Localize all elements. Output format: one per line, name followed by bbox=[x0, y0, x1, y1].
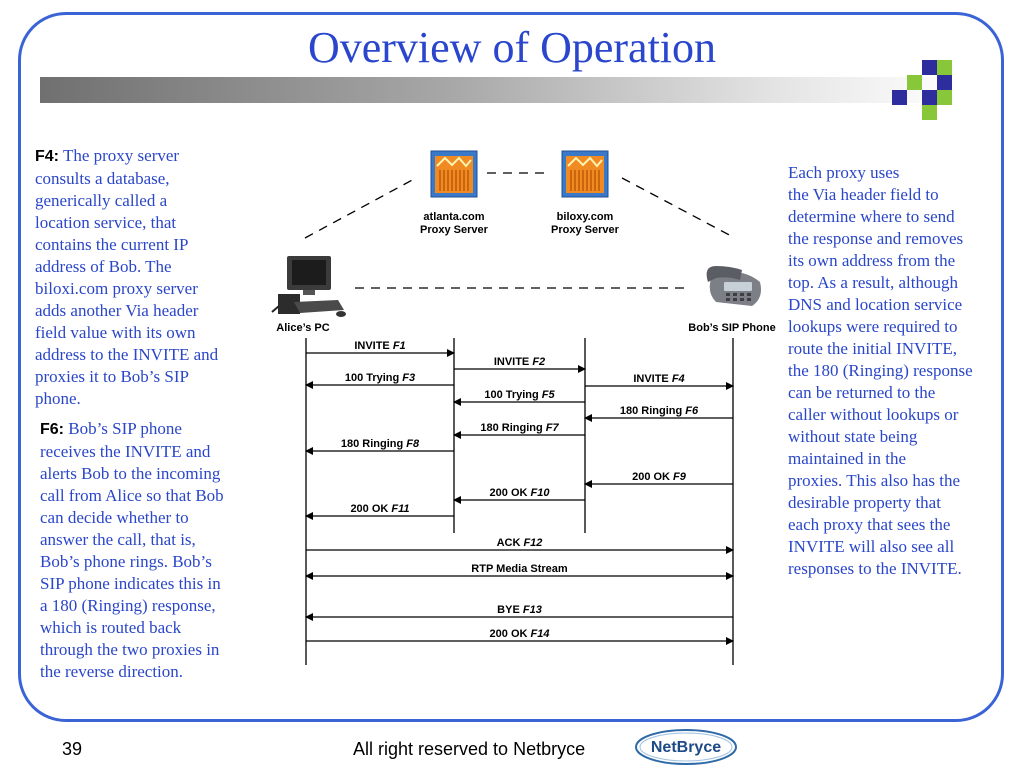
message-label-f7: 180 Ringing F7 bbox=[480, 422, 559, 434]
atlanta-label-line1: atlanta.com bbox=[423, 211, 484, 223]
logo-text: NetBryce bbox=[651, 739, 721, 756]
message-label-f13: BYE F13 bbox=[497, 604, 542, 616]
slide-title: Overview of Operation bbox=[307, 23, 717, 72]
f4-label: F4: bbox=[35, 148, 59, 165]
network-dashed-links bbox=[304, 172, 736, 289]
title-underline-bar bbox=[40, 77, 960, 103]
message-label-f5: 100 Trying F5 bbox=[484, 389, 555, 401]
f6-label: F6: bbox=[40, 421, 64, 438]
f6-description: F6: Bob’s SIP phone receives the INVITE … bbox=[40, 419, 224, 681]
message-label-f4: INVITE F4 bbox=[633, 373, 684, 385]
message-label-f1: INVITE F1 bbox=[354, 340, 405, 352]
message-label-f14: 200 OK F14 bbox=[490, 628, 550, 640]
message-label-f3: 100 Trying F3 bbox=[345, 372, 415, 384]
biloxi-server-icon bbox=[561, 150, 609, 198]
message-label-rtp: RTP Media Stream bbox=[471, 563, 568, 575]
bob-label: Bob’s SIP Phone bbox=[688, 322, 775, 334]
page-number: 39 bbox=[62, 739, 83, 759]
message-label-f2: INVITE F2 bbox=[494, 356, 545, 368]
alice-label: Alice’s PC bbox=[276, 322, 329, 334]
message-label-f9: 200 OK F9 bbox=[632, 471, 687, 483]
bob-sip-phone-icon bbox=[706, 266, 761, 306]
message-group: INVITE F1 INVITE F2 100 Trying F3 INVITE F4… bbox=[305, 340, 734, 645]
biloxi-label-line1: biloxy.com bbox=[557, 211, 614, 223]
biloxi-label-line2: Proxy Server bbox=[551, 224, 620, 236]
atlanta-label-line2: Proxy Server bbox=[420, 224, 489, 236]
f4-description: F4: The proxy server consults a database… bbox=[35, 146, 219, 408]
atlanta-server-icon bbox=[430, 150, 478, 198]
alice-pc-icon bbox=[271, 256, 346, 317]
via-header-explanation: Each proxy uses the Via header field to … bbox=[788, 163, 973, 578]
footer-copyright: All right reserved to Netbryce bbox=[353, 739, 586, 759]
message-label-f8: 180 Ringing F8 bbox=[341, 438, 420, 450]
slide-frame bbox=[18, 12, 1004, 722]
message-label-f11: 200 OK F11 bbox=[350, 503, 409, 515]
message-label-f10: 200 OK F10 bbox=[490, 487, 551, 499]
message-label-f6: 180 Ringing F6 bbox=[620, 405, 699, 417]
netbryce-logo: NetBryce bbox=[635, 729, 737, 765]
message-label-f12: ACK F12 bbox=[497, 537, 543, 549]
